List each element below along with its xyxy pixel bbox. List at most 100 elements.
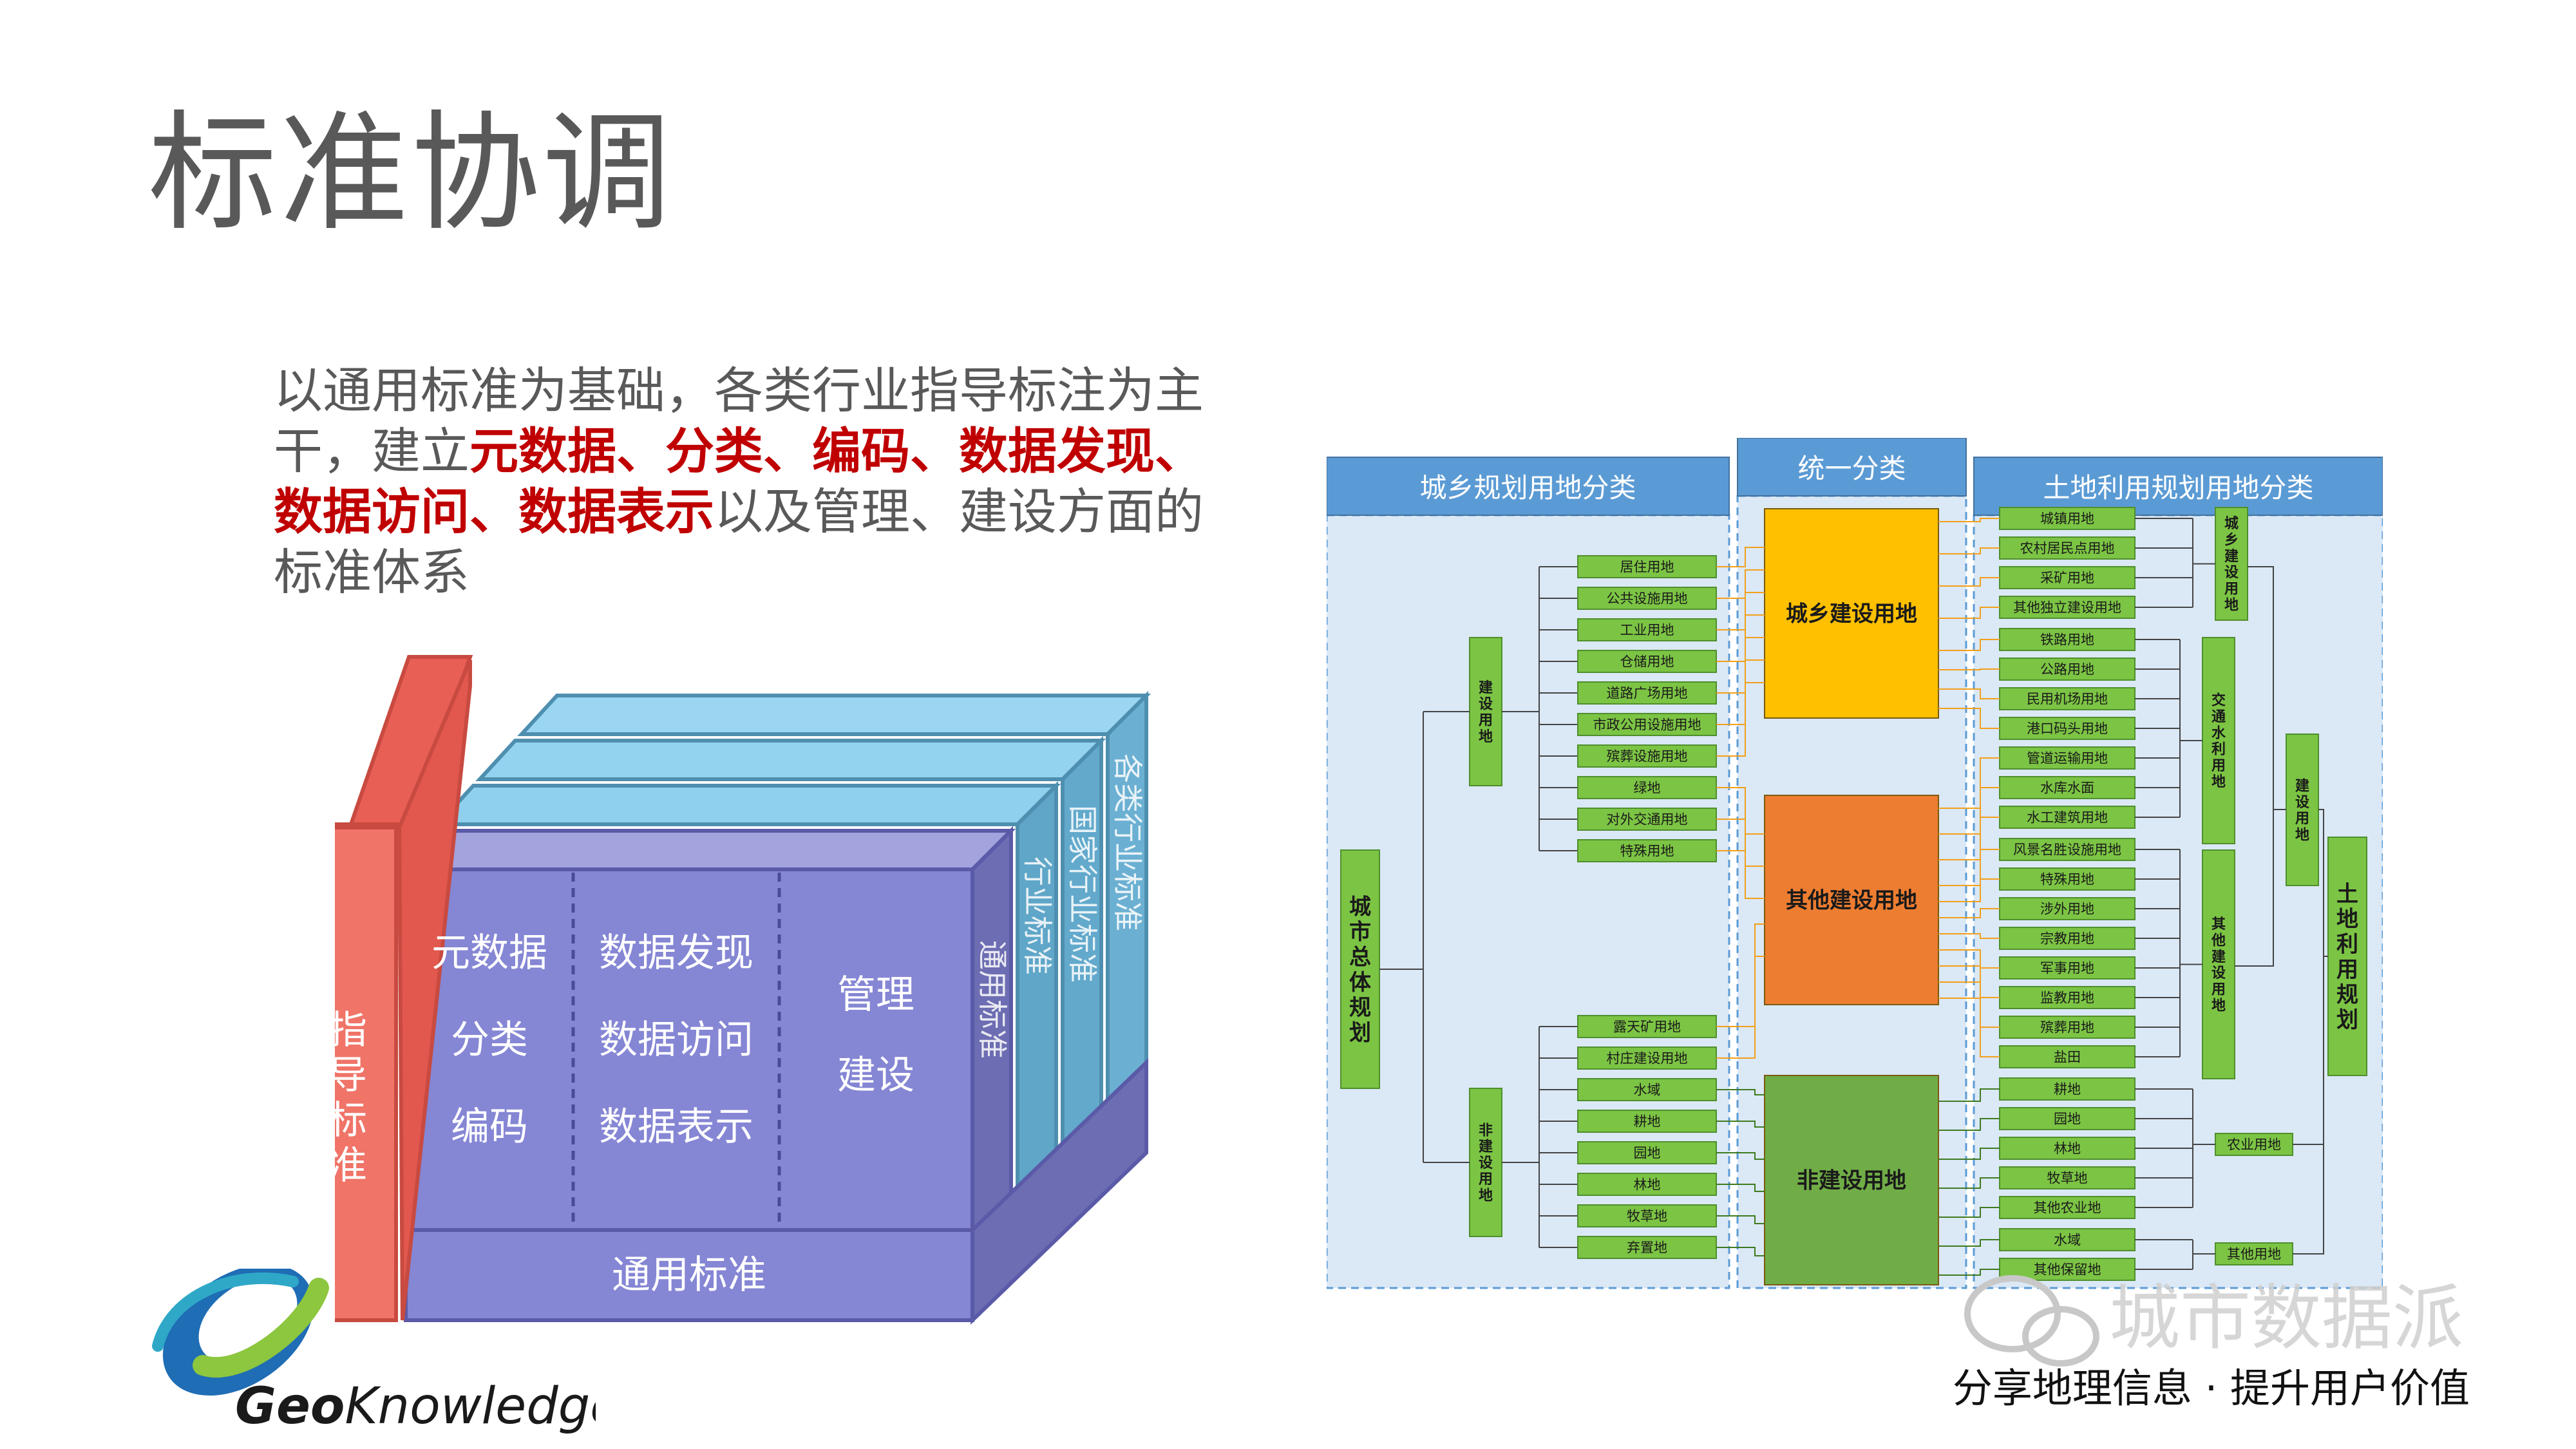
right-item-label: 耕地 — [2054, 1082, 2081, 1097]
panel-header-title: 土地利用规划用地分类 — [2043, 472, 2313, 504]
right-item-label: 公路用地 — [2040, 662, 2094, 677]
right-group — [2202, 637, 2235, 844]
arrow-connector — [1938, 639, 2000, 651]
arrow-connector — [1938, 1118, 2000, 1131]
right-item — [1999, 1107, 2136, 1130]
arrow-connector — [1938, 949, 2000, 969]
right-mid-group-label: 建设用地 — [2295, 778, 2309, 843]
right-group — [2202, 849, 2235, 1079]
right-item — [1999, 867, 2136, 891]
left-build-item — [1577, 808, 1717, 831]
general-standard-bar — [404, 1228, 974, 1322]
arrow-connector — [1938, 849, 2000, 886]
right-item-label: 水域 — [2054, 1233, 2081, 1248]
left-non-item-label: 牧草地 — [1627, 1209, 1667, 1224]
right-item-label: 农村居民点用地 — [2020, 541, 2115, 556]
arrow-connector — [1716, 787, 1765, 835]
right-item — [1999, 838, 2136, 861]
description-text: 以通用标准为基础，各类行业指导标注为主干，建立 — [274, 362, 1204, 480]
left-build-item-label: 居住用地 — [1620, 560, 1674, 575]
right-item — [1999, 566, 2136, 589]
cube-col2-item: 数据表示 — [599, 1104, 753, 1150]
left-group-build-label: 建设用地 — [1479, 680, 1493, 745]
arrow-connector — [1938, 688, 2000, 699]
side-label-3: 国家行业标准 — [1065, 805, 1100, 983]
panel-header — [1737, 438, 1967, 497]
right-item-label: 其他保留地 — [2034, 1262, 2101, 1278]
right-item-label: 宗教用地 — [2040, 931, 2094, 947]
arrow-connector — [1716, 569, 1765, 599]
right-item — [1999, 1077, 2136, 1101]
right-item-label: 水工建筑用地 — [2027, 810, 2108, 826]
brand-name: GeoKnowledge — [235, 1378, 596, 1435]
right-item — [1999, 507, 2136, 530]
center-box-label: 非建设用地 — [1797, 1168, 1906, 1194]
center-box-label: 其他建设用地 — [1786, 888, 1917, 914]
watermark: 城市数据派 — [1964, 1275, 2463, 1367]
arrow-connector — [1716, 819, 1765, 867]
cube-col1-item: 分类 — [451, 1018, 528, 1063]
geoknowledge-logo: GeoKnowledge — [152, 1269, 596, 1435]
left-build-item — [1577, 681, 1717, 705]
center-box — [1764, 795, 1939, 1005]
root-right-label: 土地利用规划 — [2336, 881, 2358, 1033]
arrow-connector — [1716, 1152, 1765, 1160]
right-group-label: 其他建设用地 — [2211, 916, 2226, 1014]
left-build-item-label: 殡葬设施用地 — [1607, 749, 1688, 764]
root-left-label: 城市总体规划 — [1349, 894, 1371, 1046]
left-build-item — [1577, 650, 1717, 673]
right-item-label: 其他农业地 — [2034, 1200, 2101, 1216]
left-non-item-label: 露天矿用地 — [1613, 1019, 1681, 1035]
cube-col2-item: 数据访问 — [599, 1018, 753, 1063]
left-build-item — [1577, 618, 1717, 641]
cube-col3-item: 建设 — [837, 1053, 914, 1098]
arrow-connector — [1938, 1239, 2000, 1247]
guide-standard-bar — [335, 826, 398, 1322]
tagline: 分享地理信息 · 提升用户价值 — [1952, 1365, 2470, 1412]
arrow-connector — [1938, 518, 2000, 522]
arrow-connector — [1938, 908, 2000, 918]
arrow-connector — [1938, 607, 2000, 619]
guide-standard-side — [397, 659, 472, 1321]
cube-top — [401, 829, 1016, 871]
left-non-item — [1577, 1141, 1717, 1164]
arrow-connector — [1716, 547, 1765, 567]
right-group — [2215, 507, 2248, 621]
guide-standard-top — [335, 655, 473, 826]
left-build-item — [1577, 776, 1717, 799]
left-build-item — [1577, 744, 1717, 768]
guide-standard-label-3: 标 — [335, 1098, 367, 1143]
left-build-item — [1577, 587, 1717, 610]
left-non-item — [1577, 1204, 1717, 1227]
left-non-item-label: 园地 — [1634, 1146, 1661, 1161]
left-non-item-label: 林地 — [1634, 1177, 1661, 1193]
guide-standard-label-4: 准 — [335, 1143, 367, 1188]
land-use-classification-diagram: 城乡规划用地分类统一分类土地利用规划用地分类城乡建设用地其他建设用地非建设用地城… — [1327, 438, 2383, 1289]
standards-cube-diagram: 指 导 标 准 元数据 分类 编码 数据发现 数据访问 数据表示 管理 建设 通… — [335, 655, 1151, 1325]
arrow-connector — [1938, 547, 2000, 554]
left-non-item — [1577, 1236, 1717, 1259]
right-item-label: 殡葬用地 — [2040, 1020, 2094, 1036]
cube-col1-item: 元数据 — [431, 931, 547, 976]
right-item-label: 采矿用地 — [2040, 571, 2094, 586]
left-build-item-label: 对外交通用地 — [1607, 812, 1688, 828]
arrow-connector — [1938, 1207, 2000, 1218]
right-group-label: 农业用地 — [2227, 1137, 2281, 1153]
left-non-item-label: 水域 — [1634, 1083, 1661, 1098]
arrow-connector — [1716, 592, 1765, 630]
right-item-label: 园地 — [2054, 1112, 2081, 1127]
arrow-connector — [1716, 1089, 1765, 1095]
right-item — [1999, 806, 2136, 829]
center-box — [1764, 508, 1939, 719]
arrow-connector — [1716, 1184, 1765, 1192]
left-build-item-label: 特殊用地 — [1620, 844, 1674, 859]
left-non-item-label: 村庄建设用地 — [1607, 1051, 1688, 1066]
connector — [2318, 809, 2328, 957]
arrow-connector — [1938, 787, 2000, 835]
left-non-item — [1577, 1078, 1717, 1101]
right-item — [1999, 986, 2136, 1009]
panel-header-title: 统一分类 — [1797, 453, 1906, 484]
page-title: 标准协调 — [148, 99, 674, 249]
connector — [2293, 1144, 2324, 1255]
left-non-item — [1577, 1015, 1717, 1038]
